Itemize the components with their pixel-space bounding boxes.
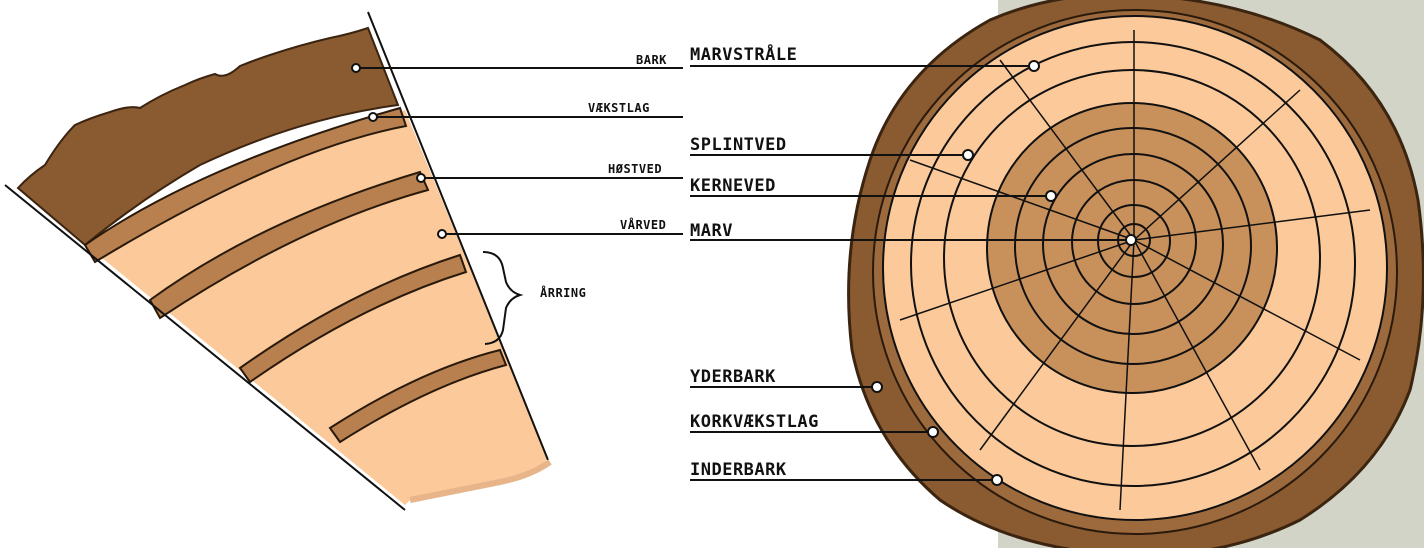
label-sapwood: SPLINTVED bbox=[690, 135, 787, 155]
label-ray: MARVSTRÅLE bbox=[690, 42, 797, 65]
label-earlywood: VÅRVED bbox=[620, 217, 666, 232]
label-cambium: VÆKSTLAG bbox=[588, 101, 650, 115]
dot-sapwood bbox=[963, 150, 973, 160]
label-bark: BARK bbox=[636, 53, 667, 67]
dot-inner-bark bbox=[992, 475, 1002, 485]
dot-latewood bbox=[417, 174, 425, 182]
label-inner-bark: INDERBARK bbox=[690, 460, 787, 480]
dot-ray bbox=[1029, 61, 1039, 71]
log-cross-section bbox=[849, 0, 1424, 548]
dot-heartwood bbox=[1046, 191, 1056, 201]
label-pith: MARV bbox=[690, 221, 733, 241]
label-heartwood: KERNEVED bbox=[690, 176, 776, 196]
dot-bark bbox=[352, 64, 360, 72]
dot-cambium bbox=[369, 113, 377, 121]
dot-pith bbox=[1126, 235, 1136, 245]
label-latewood: HØSTVED bbox=[608, 162, 662, 176]
label-annual-ring: ÅRRING bbox=[540, 285, 586, 300]
log-heartwood bbox=[987, 103, 1277, 393]
label-outer-bark: YDERBARK bbox=[690, 367, 776, 387]
wood-wedge bbox=[5, 12, 550, 510]
dot-outer-bark bbox=[872, 382, 882, 392]
label-cork-cambium: KORKVÆKSTLAG bbox=[690, 412, 819, 432]
dot-earlywood bbox=[438, 230, 446, 238]
dot-cork-cambium bbox=[928, 427, 938, 437]
